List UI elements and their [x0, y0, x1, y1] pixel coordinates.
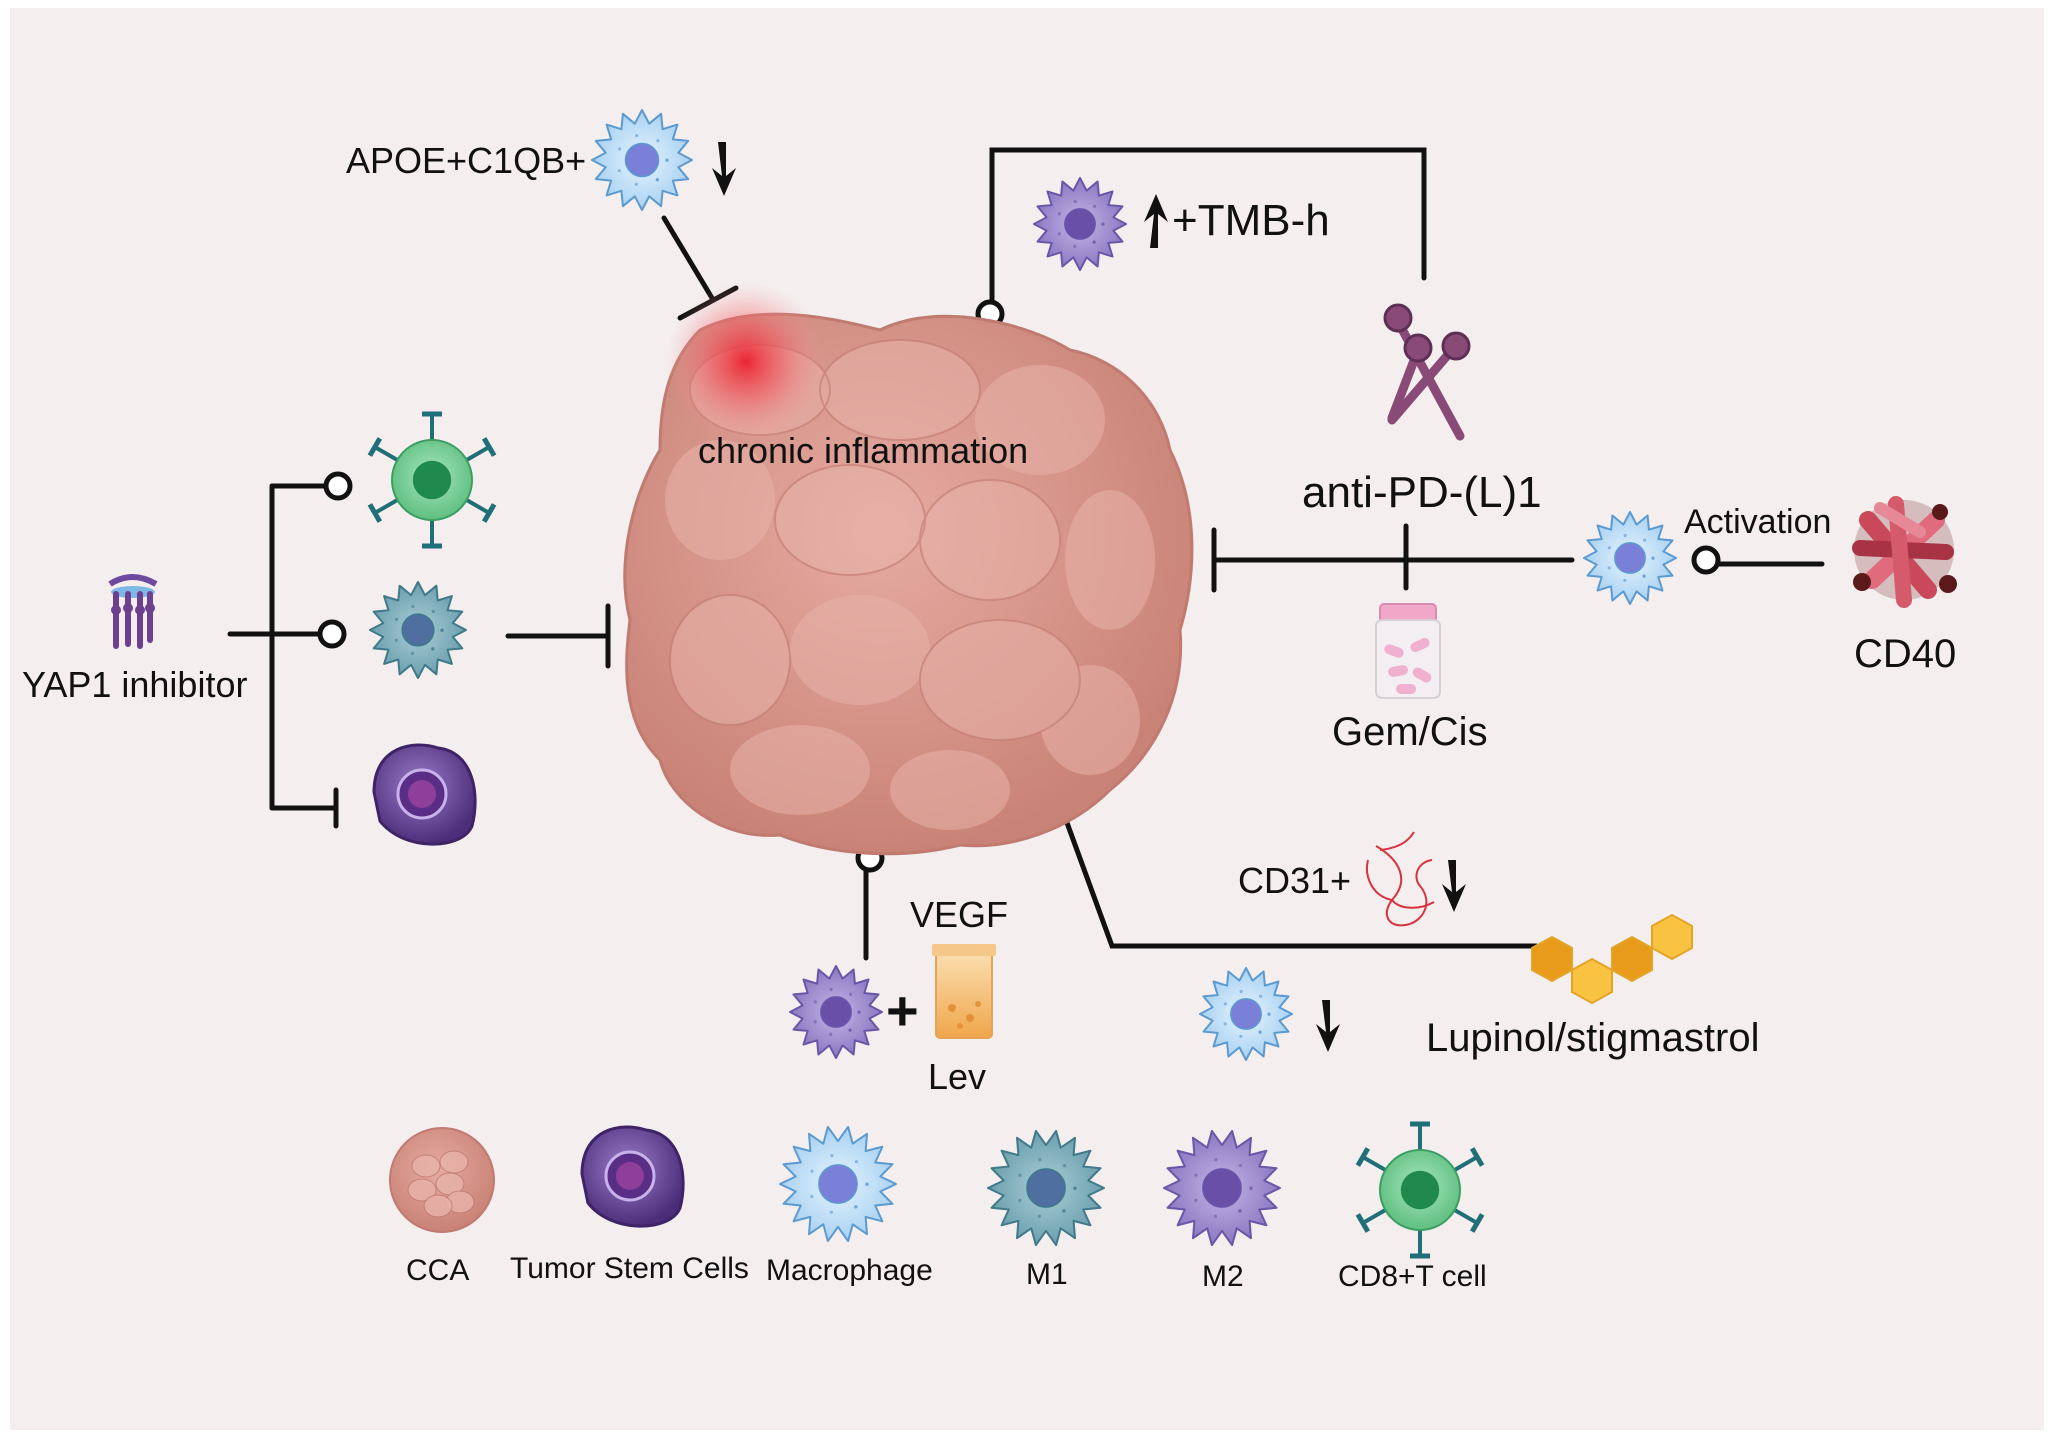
cd31-label: CD31+: [1238, 860, 1352, 901]
legend-tumor-stem-cell-icon: [580, 1125, 685, 1228]
activation-circle-icon: [317, 299, 1721, 873]
cd40-cluster-icon: [1852, 496, 1957, 608]
down-arrow-icon: [712, 142, 1466, 1052]
connector-lines: [227, 147, 1825, 961]
yap1-inhibitor-icon: [108, 574, 158, 649]
legend-macrophage-icon: [779, 1125, 897, 1243]
vegf-label: VEGF: [910, 894, 1009, 935]
legend-cca-icon: [389, 1127, 495, 1233]
gem-cis-label: Gem/Cis: [1332, 710, 1488, 754]
macrophage-icon: [1583, 511, 1677, 605]
m2-macrophage-icon: [1033, 177, 1127, 271]
legend-tumor-stem-cells-label: Tumor Stem Cells: [510, 1252, 749, 1285]
apoe-c1qb-label: APOE+C1QB+: [346, 140, 587, 181]
anti-pd-l1-label: anti-PD-(L)1: [1302, 468, 1542, 517]
legend-macrophage-label: Macrophage: [766, 1254, 933, 1287]
legend-m2-label: M2: [1202, 1260, 1244, 1293]
activation-label: Activation: [1684, 503, 1832, 541]
honeycomb-icon: [1531, 913, 1693, 1005]
tumor-stem-cell-icon: [372, 743, 477, 846]
legend-cd8-t-cell-icon: [1355, 1121, 1485, 1259]
inflammation-spot: [666, 282, 826, 442]
lupinol-stigmastrol-label: Lupinol/stigmastrol: [1426, 1016, 1760, 1060]
legend-m1-label: M1: [1026, 1258, 1068, 1291]
cd40-label: CD40: [1854, 632, 1957, 676]
yap1-inhibitor-label: YAP1 inhibitor: [22, 664, 248, 705]
macrophage-icon: [1199, 967, 1293, 1061]
plus-sign: +: [886, 979, 919, 1042]
legend-m2-icon: [1163, 1129, 1281, 1247]
macrophage-icon: [591, 109, 693, 211]
m1-macrophage-icon: [369, 581, 467, 679]
blood-vessel-icon: [1366, 831, 1435, 927]
m2-macrophage-icon: [789, 965, 883, 1059]
antibody-icon: [1383, 303, 1471, 441]
legend-cca-label: CCA: [406, 1254, 470, 1287]
pill-bottle-icon: [1375, 603, 1441, 699]
chronic-inflammation-label: chronic inflammation: [698, 430, 1029, 471]
lev-label: Lev: [928, 1056, 987, 1097]
tmb-label: +TMB-h: [1172, 196, 1330, 245]
cd8-t-cell-icon: [367, 411, 497, 549]
cell-icons: [367, 109, 1677, 1259]
up-arrow-icon: [1144, 194, 1168, 248]
legend-cd8-t-cell-label: CD8+T cell: [1338, 1260, 1487, 1293]
legend-m1-icon: [987, 1129, 1105, 1247]
vial-icon: [932, 944, 996, 1039]
tumor-mass-icon: [623, 312, 1194, 856]
